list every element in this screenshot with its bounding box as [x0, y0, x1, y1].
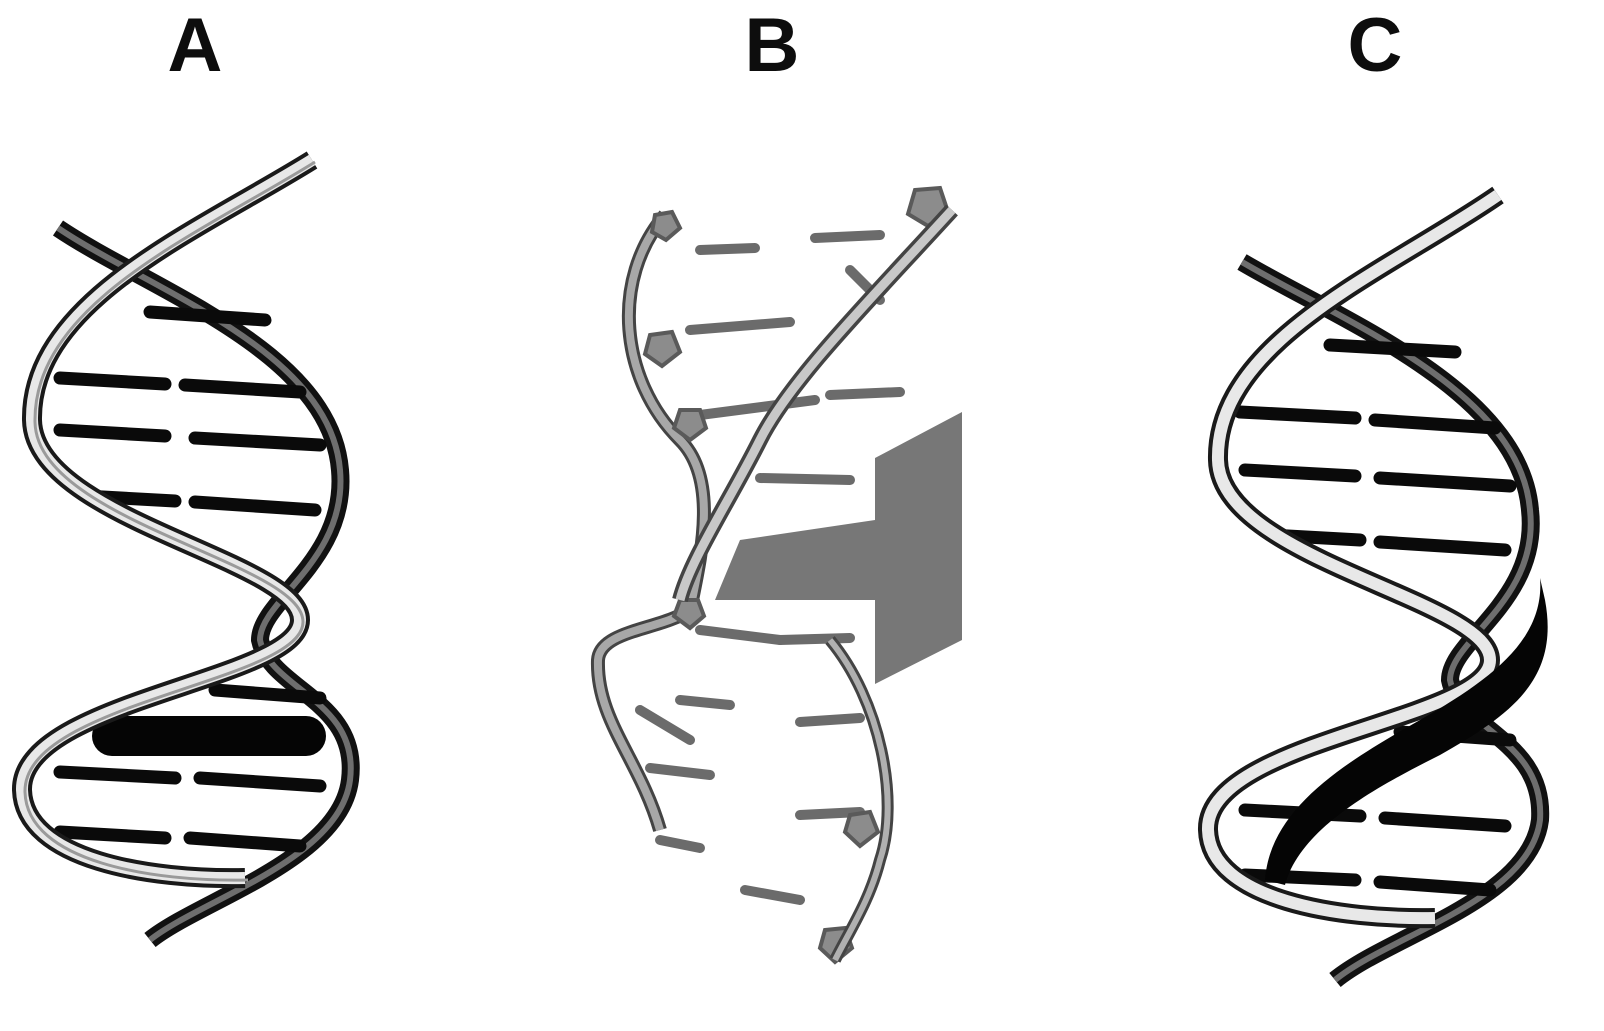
panel-a-dna-helix: [11, 151, 360, 948]
panel-c-base-pairs: [1233, 338, 1517, 897]
panel-b-bases: [635, 230, 905, 905]
panel-label-c: C: [1347, 3, 1403, 88]
panel-label-b: B: [744, 3, 800, 88]
panel-a-groove-binder: [92, 716, 326, 756]
panel-a-base-pairs: [53, 305, 327, 853]
panel-b-intercalator: [715, 412, 962, 684]
panel-c-groove-ligand: [1265, 578, 1548, 885]
panel-b-intercalation: [590, 185, 962, 965]
panel-c-dna-helix: [1197, 186, 1550, 988]
panel-label-a: A: [167, 3, 223, 88]
